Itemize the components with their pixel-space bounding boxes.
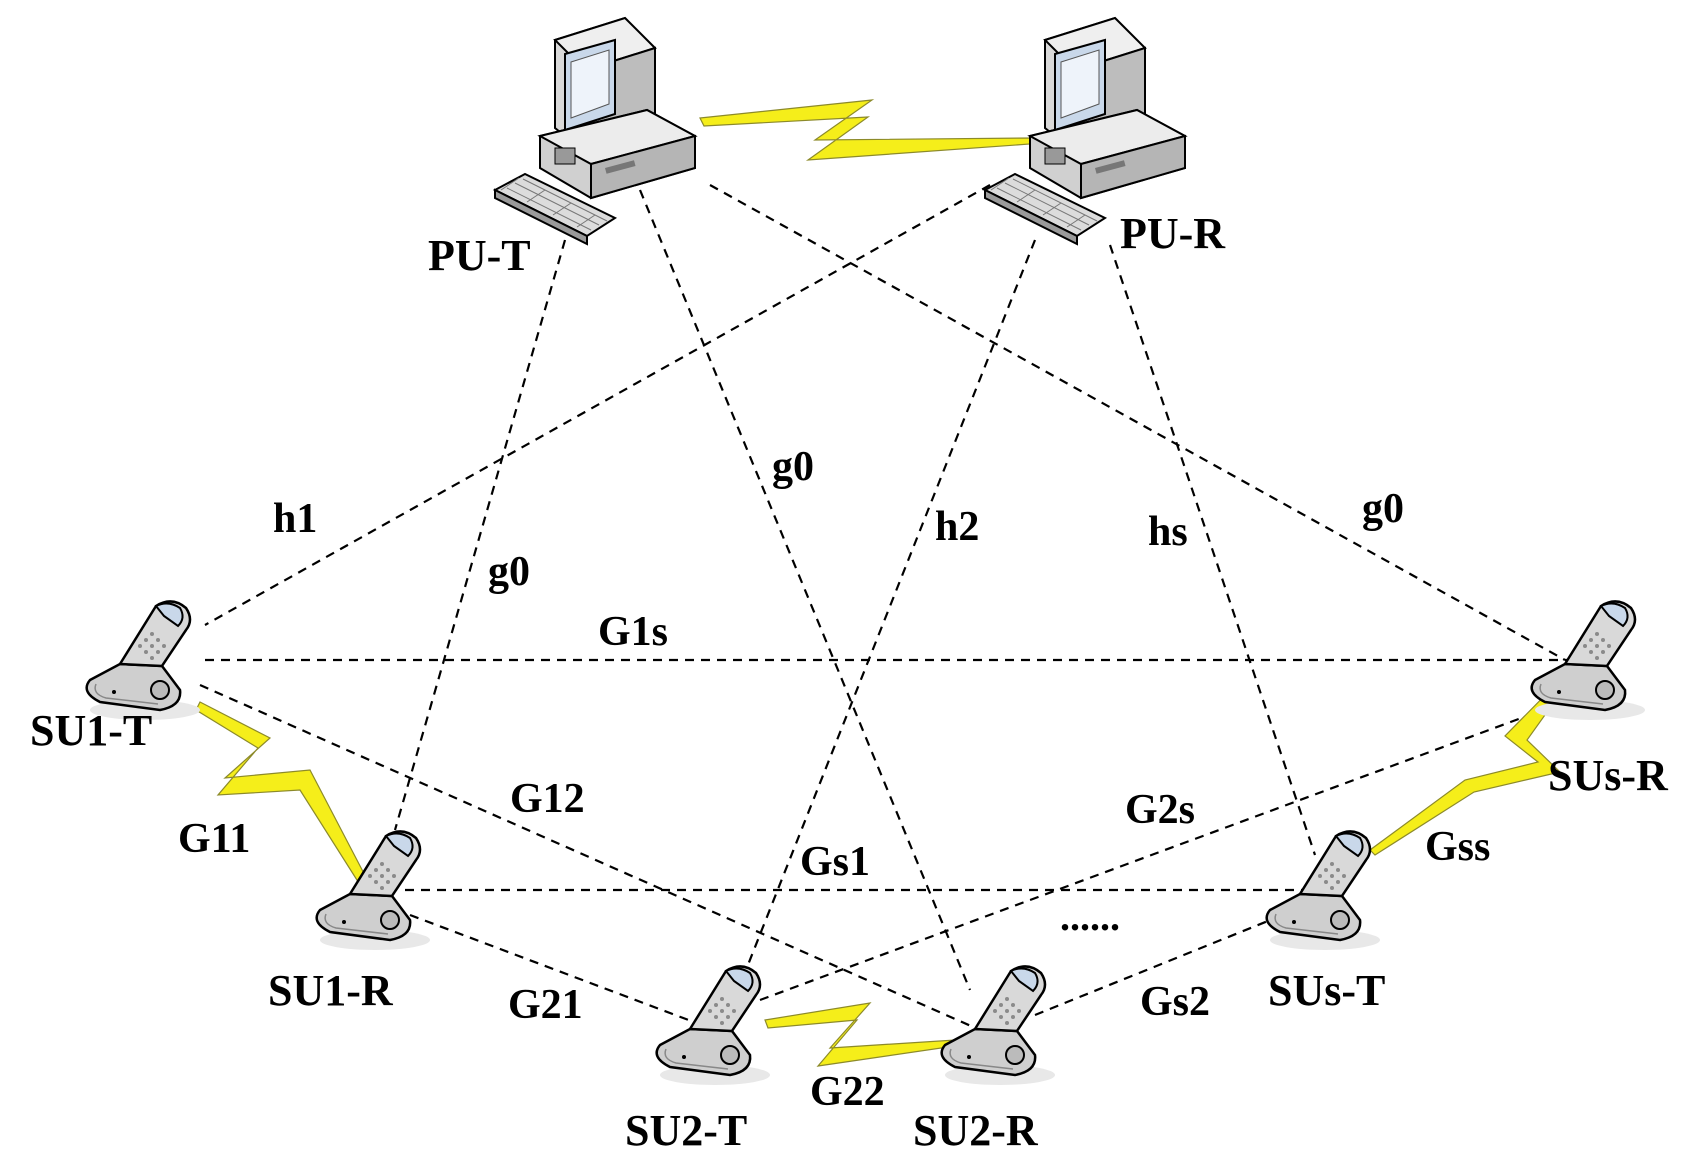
link-label-g21: G21 (508, 982, 583, 1028)
node-label-su2-t: SU2-T (625, 1106, 747, 1155)
link-label-g1s: G1s (598, 609, 668, 655)
link-label-g11: G11 (178, 816, 250, 862)
link-label-g0: g0 (772, 444, 814, 490)
bolt-pu (699, 99, 1031, 161)
phone-icon (1530, 600, 1647, 722)
phone-icon (85, 600, 202, 722)
link-label-h2: h2 (935, 504, 979, 550)
ellipsis: ...... (1060, 894, 1120, 939)
computer-icon (494, 17, 696, 245)
node-label-sus-t: SUs-T (1268, 966, 1385, 1015)
link-label-hs: hs (1148, 509, 1188, 555)
link-label-gs1: Gs1 (800, 839, 870, 885)
link-label-gss: Gss (1425, 824, 1490, 870)
link-label-g22: G22 (810, 1069, 885, 1115)
link-label-h1: h1 (273, 496, 317, 542)
node-label-su1-t: SU1-T (30, 706, 152, 755)
link-label-g12: G12 (510, 776, 585, 822)
node-label-pu-r: PU-R (1120, 209, 1226, 258)
bolt-su2 (764, 1002, 956, 1067)
link-label-gs2: Gs2 (1140, 979, 1210, 1025)
link-label-g2s: G2s (1125, 787, 1195, 833)
node-label-pu-t: PU-T (428, 231, 531, 280)
link-label-g0: g0 (1362, 486, 1404, 532)
phone-icon (1265, 830, 1382, 952)
node-label-sus-r: SUs-R (1548, 751, 1669, 800)
node-label-su2-r: SU2-R (913, 1106, 1039, 1155)
phone-icon (655, 965, 772, 1087)
interference-links (199, 184, 1575, 1032)
phone-icon (940, 965, 1057, 1087)
link-label-g0: g0 (488, 549, 530, 595)
node-label-su1-r: SU1-R (268, 966, 394, 1015)
